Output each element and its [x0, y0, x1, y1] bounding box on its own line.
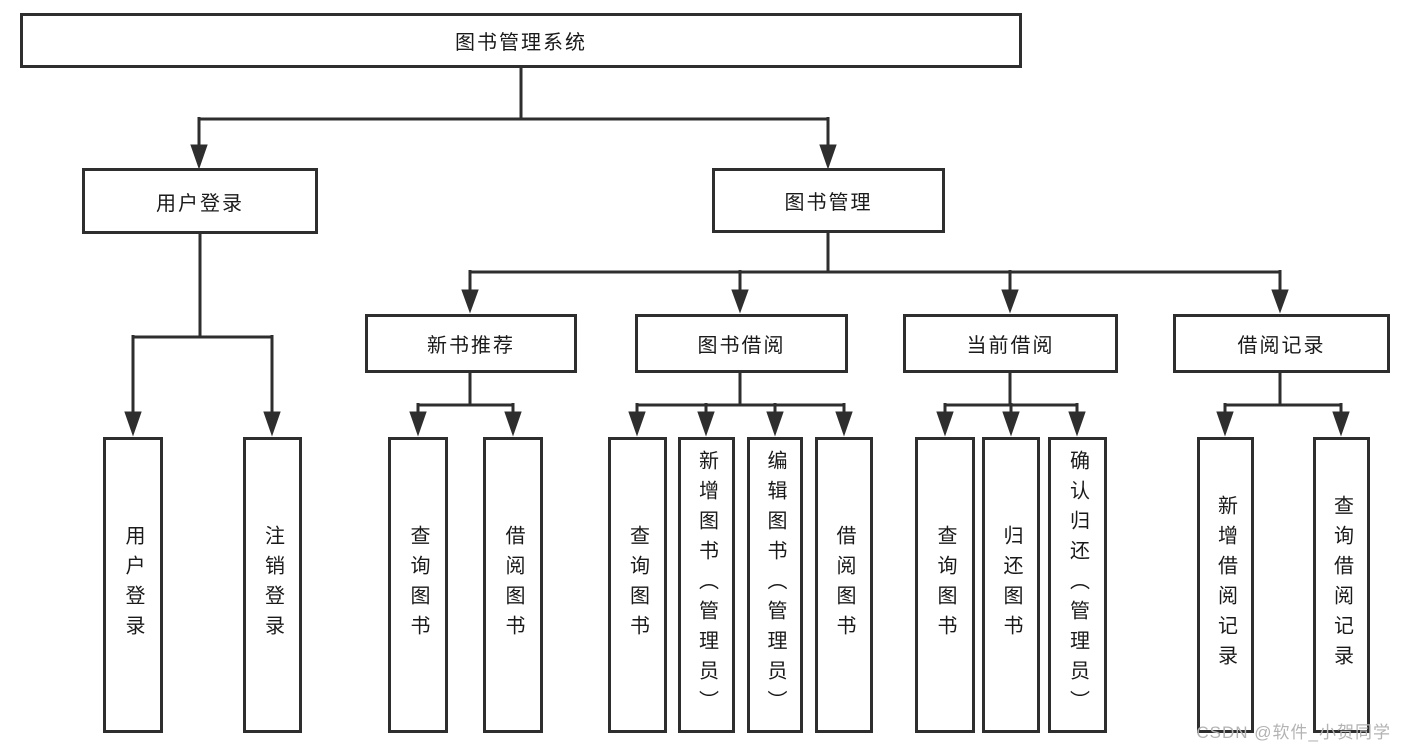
leaf-borrow-books-recommend: 借阅图书	[483, 437, 543, 733]
node-label: 查询图书	[407, 525, 429, 645]
node-current-borrowing: 当前借阅	[903, 314, 1118, 373]
node-book-management: 图书管理	[712, 168, 945, 233]
arrowhead-icon	[1216, 411, 1234, 437]
node-label: 查询图书	[626, 525, 649, 645]
node-label: 图书管理	[784, 192, 873, 214]
node-label: 归还图书	[1000, 525, 1022, 645]
watermark: CSDN @软件_小贺同学	[1196, 723, 1391, 742]
arrowhead-icon	[819, 144, 837, 170]
arrowhead-icon	[628, 411, 646, 437]
arrowhead-icon	[461, 289, 479, 314]
leaf-query-books-borrowing: 查询图书	[608, 437, 667, 733]
leaf-query-books-current: 查询图书	[915, 437, 975, 733]
leaf-query-borrow-record: 查询借阅记录	[1313, 437, 1370, 733]
arrowhead-icon	[190, 144, 208, 170]
arrowhead-icon	[835, 411, 853, 437]
node-label: 新增图书（管理员）	[695, 450, 718, 720]
leaf-confirm-return-admin: 确认归还（管理员）	[1048, 437, 1107, 733]
arrowhead-icon	[1001, 289, 1019, 314]
node-label: 新书推荐	[427, 335, 515, 357]
arrowhead-icon	[504, 411, 522, 437]
node-borrowing-records: 借阅记录	[1173, 314, 1390, 373]
node-label: 图书借阅	[697, 335, 786, 357]
node-label: 借阅图书	[502, 525, 524, 645]
node-new-book-recommend: 新书推荐	[365, 314, 577, 373]
leaf-return-books: 归还图书	[982, 437, 1040, 733]
node-label: 注销登录	[261, 525, 284, 645]
leaf-user-login: 用户登录	[103, 437, 163, 733]
node-label: 当前借阅	[966, 335, 1055, 357]
node-label: 查询图书	[934, 525, 956, 645]
arrowhead-icon	[1332, 411, 1350, 437]
node-label: 用户登录	[156, 192, 244, 215]
node-label: 编辑图书（管理员）	[764, 450, 786, 720]
leaf-add-borrow-record: 新增借阅记录	[1197, 437, 1254, 733]
node-label: 图书管理系统	[455, 32, 587, 54]
arrowhead-icon	[263, 411, 281, 437]
leaf-edit-books-admin: 编辑图书（管理员）	[747, 437, 803, 733]
arrowhead-icon	[697, 411, 715, 437]
arrowhead-icon	[731, 289, 749, 314]
arrowhead-icon	[124, 411, 142, 437]
arrowhead-icon	[936, 411, 954, 437]
arrowhead-icon	[1068, 411, 1086, 437]
leaf-add-books-admin: 新增图书（管理员）	[678, 437, 735, 733]
node-library-system: 图书管理系统	[20, 13, 1022, 68]
arrowhead-icon	[766, 411, 784, 437]
node-label: 确认归还（管理员）	[1066, 450, 1089, 720]
node-user-login: 用户登录	[82, 168, 318, 234]
node-label: 借阅记录	[1237, 335, 1326, 357]
arrowhead-icon	[1002, 411, 1020, 437]
arrowhead-icon	[409, 411, 427, 437]
node-book-borrowing: 图书借阅	[635, 314, 848, 373]
node-label: 借阅图书	[833, 525, 855, 645]
leaf-borrow-books-borrowing: 借阅图书	[815, 437, 873, 733]
arrowhead-icon	[1271, 289, 1289, 314]
leaf-query-books-recommend: 查询图书	[388, 437, 448, 733]
node-label: 用户登录	[122, 525, 144, 645]
node-label: 新增借阅记录	[1214, 495, 1237, 675]
leaf-logout: 注销登录	[243, 437, 302, 733]
node-label: 查询借阅记录	[1330, 495, 1353, 675]
